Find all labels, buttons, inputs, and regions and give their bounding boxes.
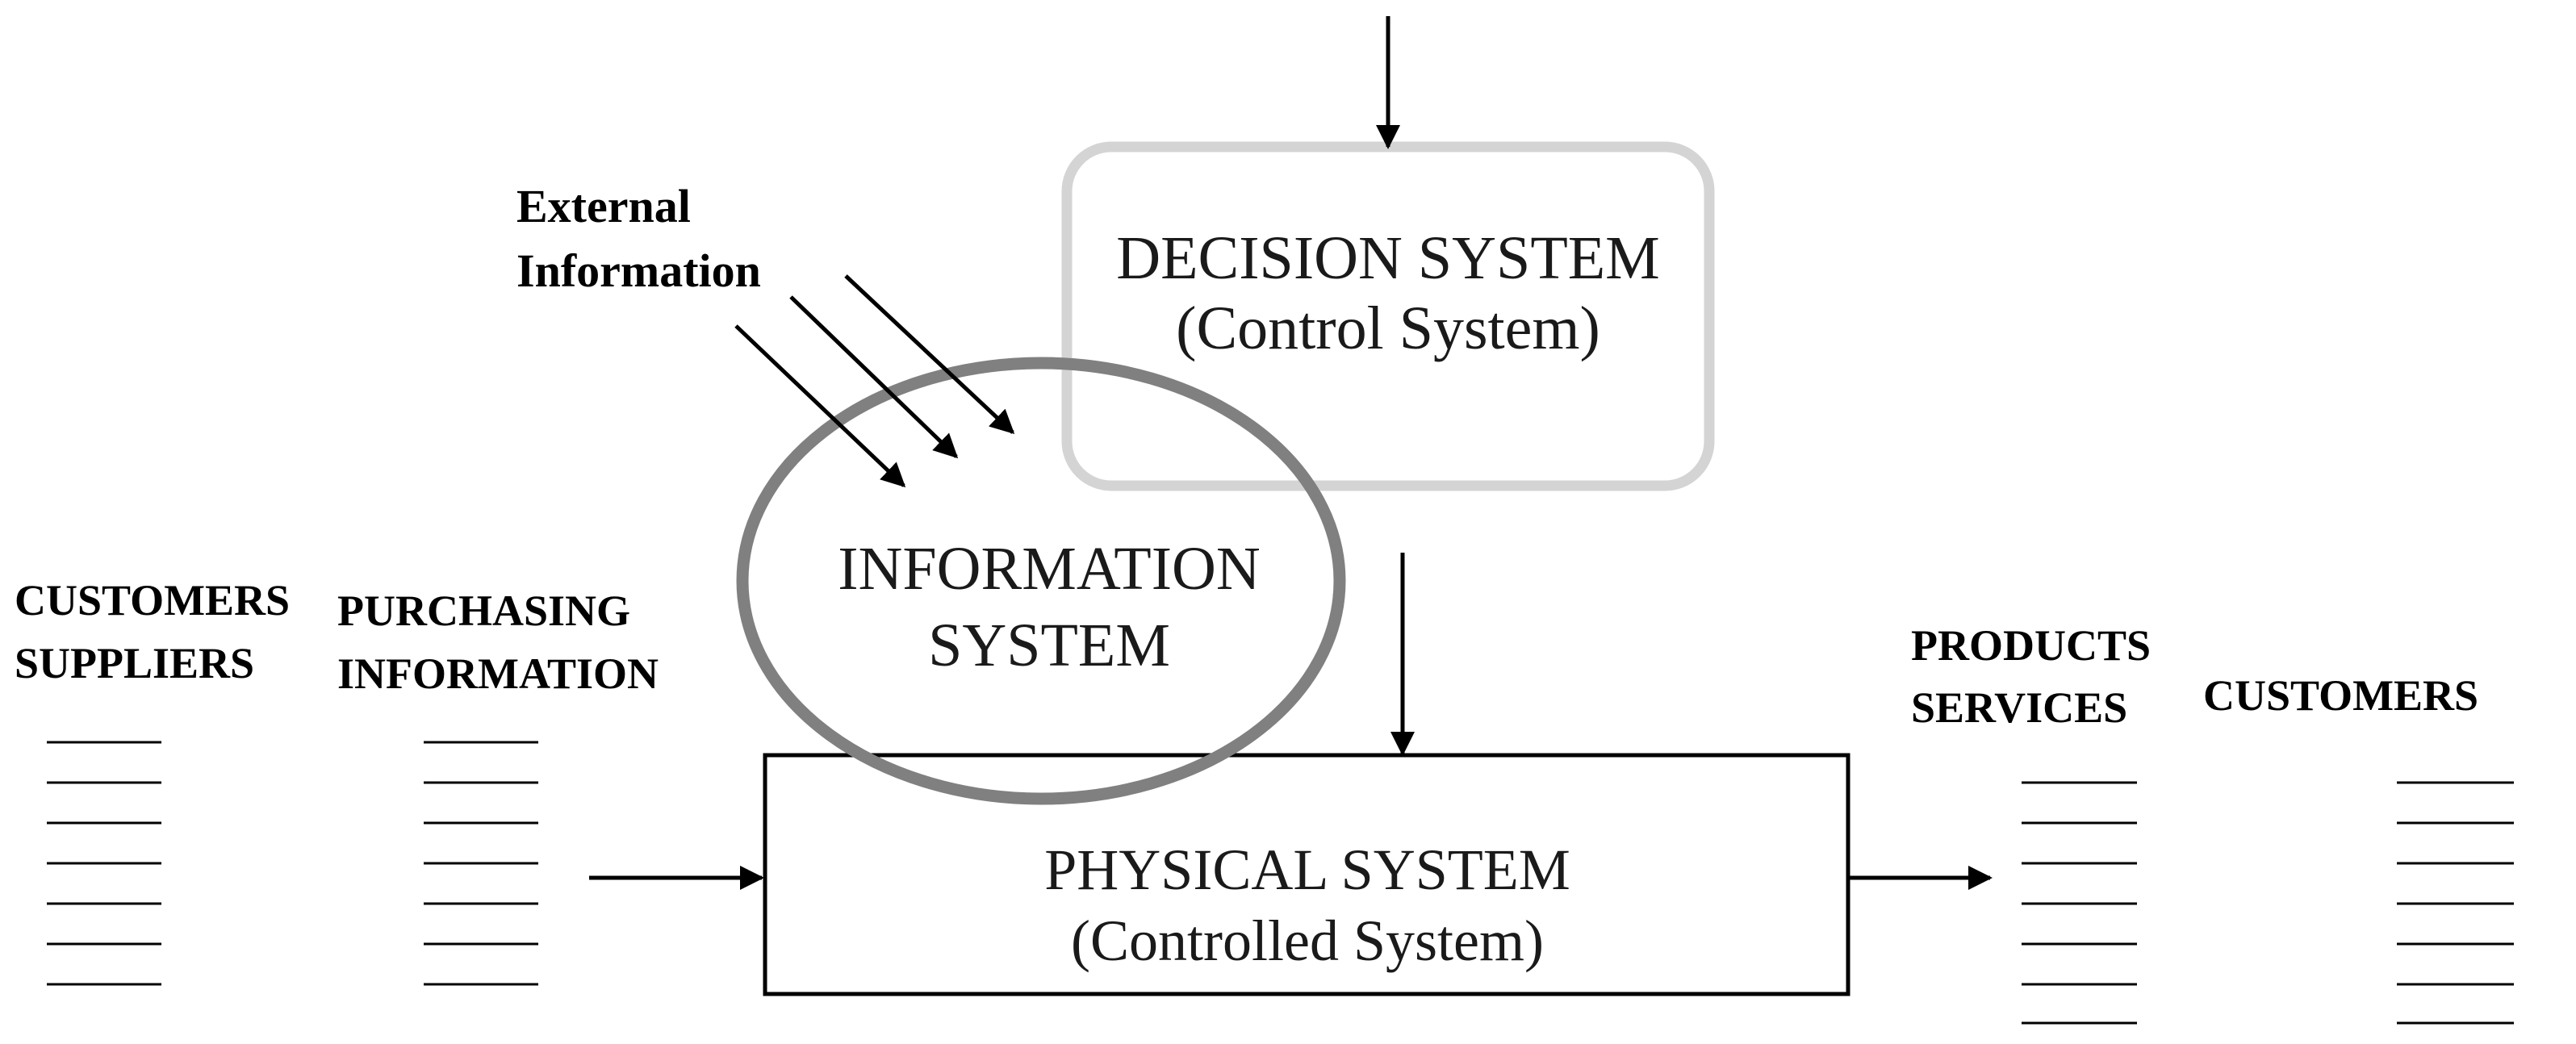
external-info-line1: External xyxy=(516,180,691,232)
external-info-arrow-1 xyxy=(734,324,906,488)
services-label: SERVICES xyxy=(1911,683,2127,732)
physical-system-box xyxy=(763,753,1850,996)
physical-system-subtitle: (Controlled System) xyxy=(1071,908,1544,973)
external-info-arrow-3 xyxy=(844,274,1015,435)
list-lines-products-services xyxy=(2022,781,2137,1025)
customers-label-left: CUSTOMERS xyxy=(15,576,290,624)
information-system-line2: SYSTEM xyxy=(928,612,1170,679)
information-system-ellipse xyxy=(736,357,1346,805)
list-lines-purchasing-information xyxy=(424,741,538,986)
information-label: INFORMATION xyxy=(337,649,659,698)
suppliers-label: SUPPLIERS xyxy=(15,639,254,687)
list-lines-customers-right xyxy=(2397,781,2514,1025)
information-system-line1: INFORMATION xyxy=(838,535,1261,603)
decision-system-subtitle: (Control System) xyxy=(1176,294,1600,362)
decision-system-title: DECISION SYSTEM xyxy=(1116,224,1660,292)
external-info-line2: Information xyxy=(516,244,761,297)
products-label: PRODUCTS xyxy=(1911,621,2151,670)
customers-label-right: CUSTOMERS xyxy=(2203,671,2478,720)
physical-system-title: PHYSICAL SYSTEM xyxy=(1044,837,1570,902)
external-info-arrow-2 xyxy=(789,295,959,459)
purchasing-label: PURCHASING xyxy=(337,587,630,635)
list-lines-customers-suppliers xyxy=(47,741,161,986)
